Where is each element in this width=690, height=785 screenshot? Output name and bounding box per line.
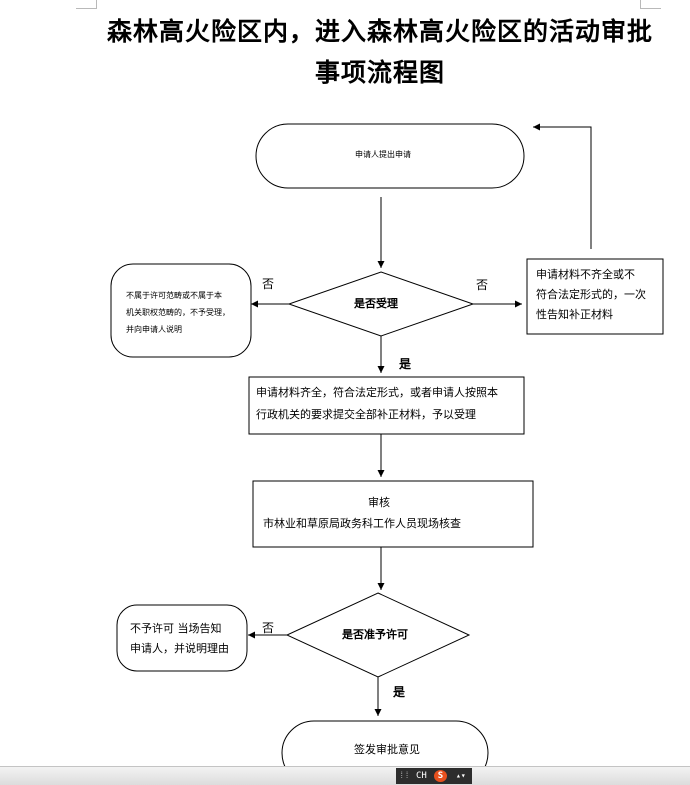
- decision2-label: 是否准予许可: [342, 628, 408, 641]
- document-title-line-1: 森林高火险区内，进入森林高火险区的活动审批: [106, 17, 653, 46]
- decision1-yes-label: 是: [399, 357, 412, 371]
- accept-line-2: 行政机关的要求提交全部补正材料，予以受理: [256, 408, 476, 421]
- page-corner-mark-right: [640, 0, 661, 9]
- supplement-line-1: 申请材料不齐全或不: [536, 268, 635, 281]
- supplement-text: 申请材料不齐全或不 符合法定形式的，一次 性告知补正材料: [536, 265, 646, 325]
- arrow-supplement-to-start: [533, 123, 592, 249]
- decision1-label: 是否受理: [354, 297, 398, 310]
- ime-toolbar[interactable]: ⁞⁞ CH S ▴▾: [396, 768, 472, 784]
- reject2-text: 不予许可 当场告知 申请人，并说明理由: [130, 619, 229, 659]
- end-label: 签发审批意见: [354, 743, 420, 756]
- start-label: 申请人提出申请: [355, 150, 411, 159]
- accept-line-1: 申请材料齐全，符合法定形式，或者申请人按照本: [256, 386, 498, 399]
- decision2-no-label: 否: [262, 621, 275, 635]
- reject1-box: [110, 263, 252, 358]
- accept-text: 申请材料齐全，符合法定形式，或者申请人按照本 行政机关的要求提交全部补正材料，予…: [256, 382, 498, 426]
- reject1-line-1: 不属于许可范畴或不属于本: [126, 291, 222, 300]
- reject1-text: 不属于许可范畴或不属于本 机关职权范畴的，不予受理， 并向申请人说明: [126, 287, 230, 338]
- accept-box: [248, 376, 525, 435]
- reject2-box: [116, 604, 248, 672]
- review-heading: 审核: [368, 496, 390, 509]
- page-corner-mark-left: [76, 0, 97, 9]
- taskbar: ⁞⁞ CH S ▴▾: [0, 766, 690, 785]
- supplement-line-3: 性告知补正材料: [536, 308, 613, 321]
- decision1-no-left-label: 否: [262, 277, 275, 291]
- sogou-logo-icon[interactable]: S: [434, 770, 447, 782]
- review-detail: 市林业和草原局政务科工作人员现场核查: [263, 517, 461, 530]
- ime-language-indicator[interactable]: CH: [416, 771, 427, 781]
- grip-icon[interactable]: ⁞⁞: [399, 771, 410, 781]
- supplement-box: [526, 258, 664, 335]
- decision2-yes-label: 是: [393, 685, 406, 699]
- reject2-line-1: 不予许可 当场告知: [130, 622, 222, 635]
- decision1-no-right-label: 否: [476, 278, 489, 292]
- reject1-line-3: 并向申请人说明: [126, 325, 182, 334]
- document-title-line-2: 事项流程图: [314, 58, 445, 87]
- reject2-line-2: 申请人，并说明理由: [130, 642, 229, 655]
- start-terminator: [255, 123, 525, 189]
- supplement-line-2: 符合法定形式的，一次: [536, 288, 646, 301]
- options-arrow-icon[interactable]: ▴▾: [456, 771, 466, 780]
- reject1-line-2: 机关职权范畴的，不予受理，: [126, 308, 230, 317]
- review-box: [252, 480, 534, 548]
